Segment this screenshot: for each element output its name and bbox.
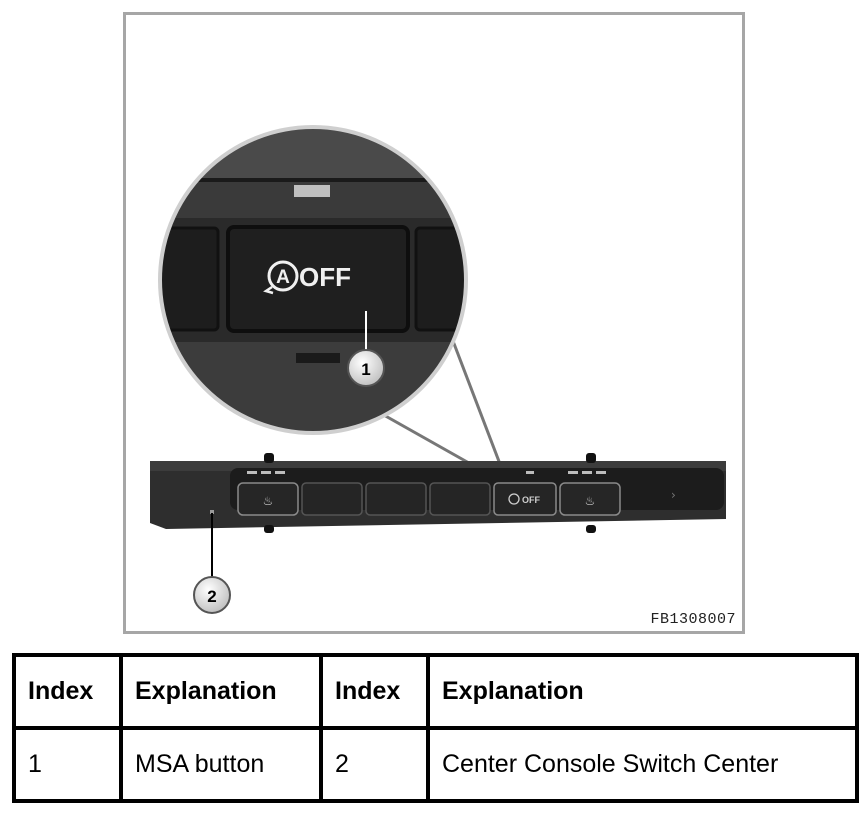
console-button[interactable]	[429, 482, 491, 516]
row-index: 1	[12, 726, 123, 803]
svg-text:›: ›	[671, 488, 676, 502]
header-index: Index	[12, 653, 123, 730]
seat-heater-left-button[interactable]: ♨	[237, 482, 299, 516]
seat-heater-right-button[interactable]: ♨	[559, 482, 621, 516]
console-button[interactable]	[301, 482, 363, 516]
msa-button-small[interactable]: OFF	[493, 482, 557, 516]
callout-1-number: 1	[361, 360, 370, 379]
msa-small-label: OFF	[522, 495, 540, 505]
console-button[interactable]	[365, 482, 427, 516]
illustration: ♨ OFF ♨ ›	[150, 125, 726, 614]
msa-button-label: OFF	[299, 262, 351, 292]
callout-2-number: 2	[207, 587, 216, 606]
header-index: Index	[319, 653, 430, 730]
table-row: 1 MSA button 2 Center Console Switch Cen…	[12, 726, 859, 803]
legend-table: Index Explanation Index Explanation 1 MS…	[12, 653, 859, 803]
svg-text:♨: ♨	[263, 494, 274, 508]
header-explanation: Explanation	[426, 653, 859, 730]
msa-symbol-letter: A	[276, 267, 290, 288]
callout-1-badge: 1	[347, 349, 385, 387]
magnifier-lens: A OFF	[158, 125, 468, 435]
switch-center-panel: ♨ OFF ♨ ›	[150, 453, 726, 533]
msa-button-large[interactable]: A OFF	[226, 225, 410, 333]
svg-text:♨: ♨	[585, 494, 596, 508]
row-explanation: Center Console Switch Center	[426, 726, 859, 803]
indicator-led	[294, 185, 330, 197]
callout-2-badge: 2	[193, 576, 231, 614]
header-explanation: Explanation	[119, 653, 323, 730]
row-explanation: MSA button	[119, 726, 323, 803]
figure-frame: ♨ OFF ♨ ›	[123, 12, 745, 634]
auto-start-stop-icon	[267, 260, 299, 292]
row-index: 2	[319, 726, 430, 803]
legend-header-row: Index Explanation Index Explanation	[12, 653, 859, 730]
figure-code: FB1308007	[650, 611, 736, 628]
